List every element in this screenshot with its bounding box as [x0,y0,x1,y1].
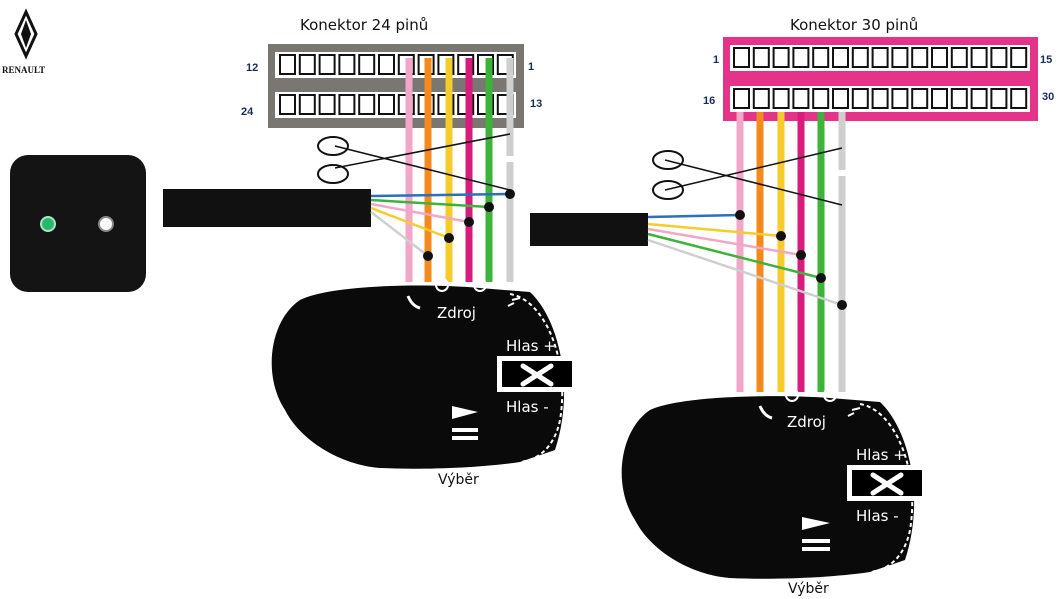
pin-cell [792,47,810,68]
volume-up-label-left: Hlas + [506,337,556,355]
phone-icon [507,297,521,307]
connector-24 [268,44,524,128]
pin-cell [911,88,929,109]
pin-cell [733,47,750,68]
pin-cell [298,94,316,115]
pin-cell [378,54,395,75]
pin-1-label: 1 [528,61,534,73]
phone-icon [758,405,773,420]
connector-30-title: Konektor 30 pinů [790,16,918,34]
mute-icon [870,472,904,496]
pin-cell [298,54,316,75]
connector-30 [723,37,1038,121]
pin-cell [931,47,948,68]
pin-cell [911,47,929,68]
pin-cell [378,94,395,115]
pin-cell [832,88,849,109]
pin-16-label: 16 [703,95,715,107]
volume-down-label-right: Hlas - [856,507,899,525]
stalk-right [621,388,927,579]
pin-cell [772,88,790,109]
green-led-icon [40,216,56,232]
pin-cell [318,94,336,115]
pin-cell [950,88,968,109]
renault-logo-icon [14,8,38,60]
pin-cell [832,47,849,68]
pin-cell [1010,47,1028,68]
connector-24-title: Konektor 24 pinů [300,16,428,34]
pin-cell [752,47,770,68]
pin-cell [733,88,750,109]
phone-icon [406,295,421,310]
pin-cell [851,47,869,68]
pin-cell [871,88,889,109]
pin-cell [970,47,988,68]
arrow-icon [802,517,830,551]
select-label-left: Výběr [438,472,479,488]
pin-cell [891,88,909,109]
pin-cell [338,54,356,75]
pin-cell [279,54,296,75]
volume-down-label-left: Hlas - [506,398,549,416]
pin-24-label: 24 [241,106,254,118]
pin-cell [891,47,909,68]
pin-cell [931,88,948,109]
cable-left [163,189,371,227]
pin-cell [950,47,968,68]
pin-13-label: 13 [530,98,542,110]
pin-cell [279,94,296,115]
pin-cell [772,47,790,68]
scissors-icon [317,136,349,184]
volume-up-label-right: Hlas + [856,446,906,464]
power-label-left: Zdroj [437,304,476,322]
select-label-right: Výběr [788,581,829,597]
power-label-right: Zdroj [787,413,826,431]
brand-name: RENAULT [2,65,45,75]
mute-icon [520,363,554,387]
pin-cell [812,47,830,68]
pin-15-label: 15 [1040,54,1052,66]
pin-cell [358,54,376,75]
pin-cell [970,88,988,109]
pin-cell [812,88,830,109]
pin-cell [990,88,1008,109]
remote-module [10,155,146,292]
pin-1-label-30: 1 [713,54,719,66]
cable-right [530,213,648,246]
pin-cell [358,94,376,115]
pin-cell [871,47,889,68]
pin-cell [1010,88,1028,109]
pin-cell [752,88,770,109]
pin-cell [318,54,336,75]
stalk-left [271,278,577,469]
pin-cell [792,88,810,109]
scissors-icon [652,150,684,200]
pin-12-label: 12 [246,62,258,74]
pin-cell [338,94,356,115]
pin-30-label: 30 [1042,91,1054,103]
white-led-icon [98,216,114,232]
wires-right [647,112,848,392]
arrow-icon [452,406,478,440]
pin-cell [851,88,869,109]
phone-icon [847,407,861,417]
pin-cell [990,47,1008,68]
wires-left [334,58,516,282]
